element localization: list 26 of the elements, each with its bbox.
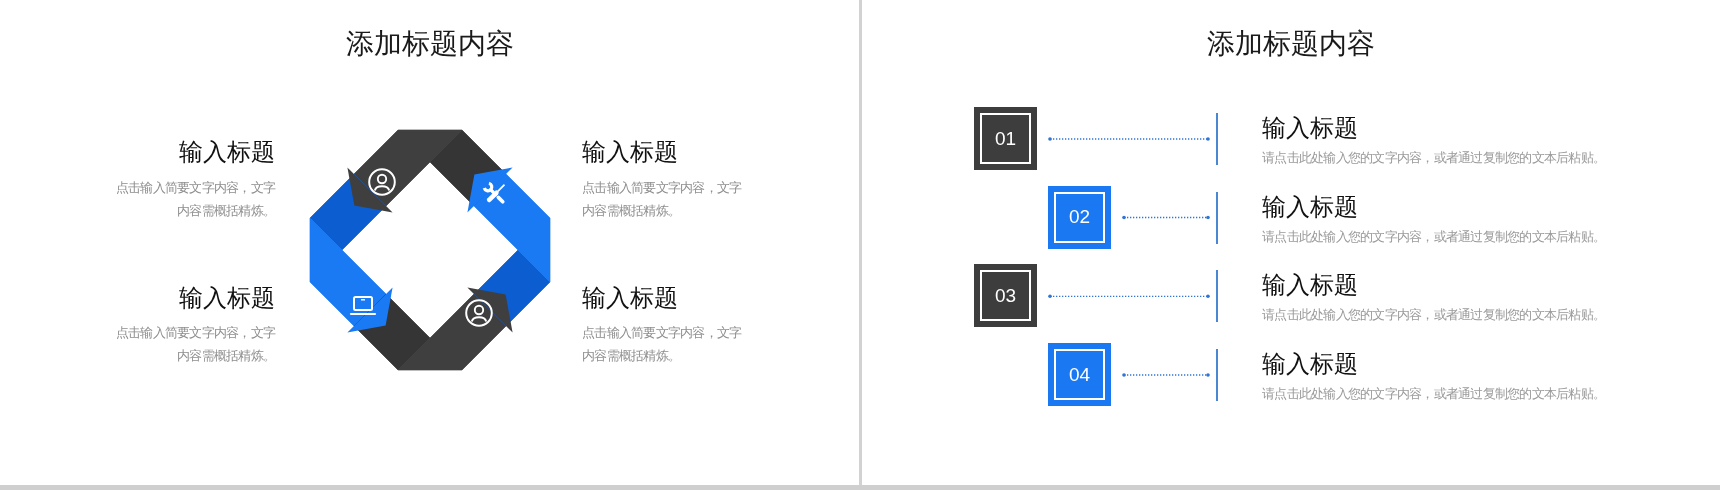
description: 点击输入简要文字内容，文字内容需概括精炼。 (582, 324, 743, 365)
slide-title: 添加标题内容 (1207, 27, 1375, 61)
description: 点击输入简要文字内容，文字内容需概括精炼。 (582, 179, 743, 220)
heading: 输入标题 (179, 282, 275, 313)
description: 点击输入简要文字内容，文字内容需概括精炼。 (114, 324, 275, 365)
heading: 输入标题 (582, 137, 678, 167)
heading: 输入标题 (1262, 113, 1358, 143)
heading: 输入标题 (179, 137, 275, 167)
heading: 输入标题 (1262, 270, 1358, 301)
heading: 输入标题 (1262, 191, 1358, 222)
slide-title: 添加标题内容 (345, 27, 514, 61)
number-box: 02 (1048, 185, 1111, 249)
dotted-connector (1122, 373, 1210, 377)
dotted-connector (1048, 137, 1210, 141)
number-box: 01 (974, 107, 1037, 170)
description: 点击输入简要文字内容，文字内容需概括精炼。 (114, 179, 275, 220)
heading: 输入标题 (1262, 349, 1358, 379)
description: 请点击此处输入您的文字内容，或者通过复制您的文本后粘贴。 (1262, 151, 1605, 165)
description: 请点击此处输入您的文字内容，或者通过复制您的文本后粘贴。 (1262, 308, 1605, 323)
heading: 输入标题 (582, 282, 678, 313)
dotted-connector (1048, 294, 1210, 299)
description: 请点击此处输入您的文字内容，或者通过复制您的文本后粘贴。 (1262, 229, 1605, 244)
number-box: 04 (1048, 343, 1111, 406)
dotted-connector (1122, 215, 1210, 220)
number-box: 03 (974, 264, 1037, 328)
description: 请点击此处输入您的文字内容，或者通过复制您的文本后粘贴。 (1262, 387, 1605, 401)
